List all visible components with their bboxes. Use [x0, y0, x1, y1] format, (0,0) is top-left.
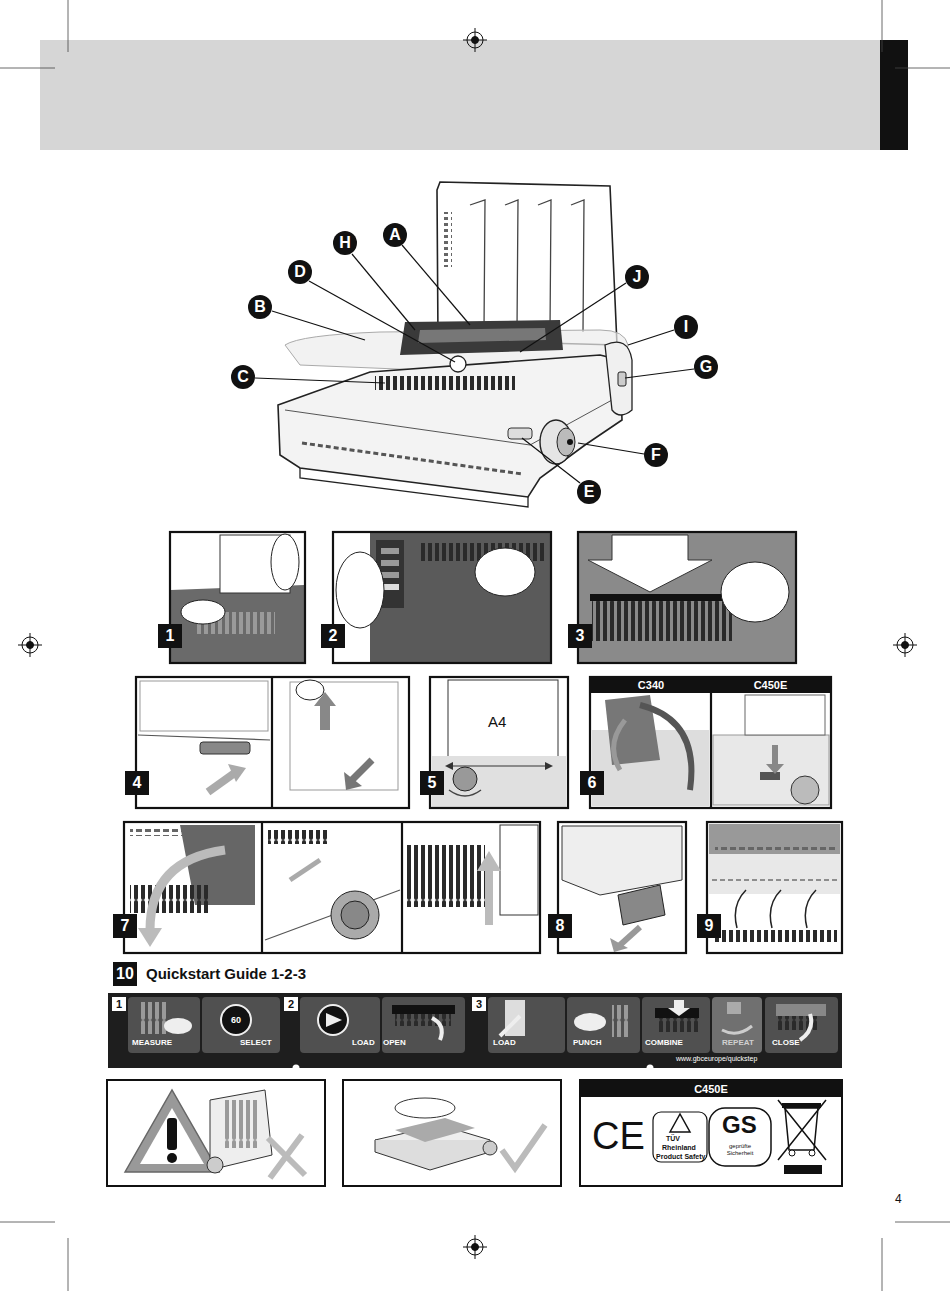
step-caption: www.gbceurope/quickstep — [676, 1055, 757, 1062]
step-7-picture — [130, 825, 538, 947]
callout-letter: G — [694, 355, 718, 379]
callout-letter: D — [288, 260, 312, 284]
step-panel-frames — [124, 532, 842, 953]
node-text: 2 — [329, 628, 338, 644]
node-text: A — [389, 227, 401, 243]
node-text: E — [584, 484, 595, 500]
leader-lines — [255, 245, 694, 483]
step-caption: LOAD — [493, 1039, 516, 1047]
node-text: C450E — [754, 680, 788, 691]
node-text: 1 — [166, 628, 175, 644]
tuv-text: TÜV — [666, 1135, 680, 1142]
node-text: C — [237, 369, 249, 385]
step-caption: COMBINE — [645, 1039, 683, 1047]
step-9-picture — [709, 824, 840, 942]
node-text: D — [294, 264, 306, 280]
step-caption: SELECT — [240, 1039, 272, 1047]
step-5-picture — [432, 680, 566, 807]
warning-box — [107, 1080, 325, 1186]
step-3-picture — [579, 533, 795, 662]
step-number: 6 — [580, 771, 604, 795]
callout-letter: I — [674, 315, 698, 339]
model-band: C450E — [711, 678, 830, 693]
section-heading: Quickstart Guide 1-2-3 — [146, 966, 306, 981]
step-number: 2 — [284, 997, 298, 1011]
quickstart-strip: MEASURE SELECT LOAD OPEN LOAD PUNCH COMBINE REP… — [108, 993, 842, 1068]
callout-letter: H — [333, 231, 357, 255]
node-text: G — [700, 359, 712, 375]
header-banner — [40, 40, 908, 150]
step-caption: LOAD — [352, 1039, 375, 1047]
node-text: 2 — [288, 999, 294, 1010]
certification-box — [580, 1080, 842, 1186]
step-number: 9 — [697, 914, 721, 938]
callout-letter: F — [644, 443, 668, 467]
node-text: I — [684, 319, 688, 335]
callout-letter: A — [383, 223, 407, 247]
step-number: 7 — [113, 914, 137, 938]
step-number: 2 — [321, 624, 345, 648]
node-text: 6 — [588, 775, 597, 791]
callout-letter: E — [577, 480, 601, 504]
step-caption: REPEAT — [722, 1039, 754, 1047]
node-text: C340 — [638, 680, 664, 691]
step-caption: OPEN — [383, 1039, 406, 1047]
step-number: 8 — [548, 914, 572, 938]
node-text: 3 — [576, 628, 585, 644]
node-text: J — [633, 269, 642, 285]
step-8-picture — [562, 826, 682, 952]
node-text: 3 — [476, 999, 482, 1010]
step-4-picture — [138, 680, 398, 792]
step-number: 1 — [112, 997, 126, 1011]
tuv-text: Product Safety — [656, 1153, 705, 1160]
node-text: 8 — [556, 918, 565, 934]
node-text: B — [254, 299, 266, 315]
node-text: 1 — [116, 999, 122, 1010]
callout-letter: J — [625, 265, 649, 289]
callout-letter: B — [248, 295, 272, 319]
node-text: 10 — [116, 966, 134, 982]
correct-use-box — [343, 1080, 561, 1186]
paper-size: A4 — [488, 714, 506, 729]
node-text: 5 — [428, 775, 437, 791]
registration-marks — [18, 28, 917, 1259]
page-number: 4 — [895, 1193, 902, 1205]
node-text: F — [651, 447, 661, 463]
ce-mark: CE — [592, 1117, 645, 1155]
node-text: 7 — [121, 918, 130, 934]
binding-machine — [278, 182, 632, 507]
node-text: 9 — [705, 918, 714, 934]
step-number: 3 — [568, 624, 592, 648]
node-text: 4 — [133, 775, 142, 791]
model-band: C450E — [581, 1081, 841, 1097]
gs-text: geprüfte Sicherheit — [718, 1143, 762, 1156]
callout-letter: C — [231, 365, 255, 389]
tuv-text: Rheinland — [662, 1144, 696, 1151]
node-text: H — [339, 235, 351, 251]
step-2-picture — [336, 533, 550, 662]
step-number: 4 — [125, 771, 149, 795]
step-number: 1 — [158, 624, 182, 648]
step-number: 5 — [420, 771, 444, 795]
dial-value: 60 — [231, 1016, 241, 1025]
node-text: C450E — [694, 1084, 728, 1095]
step-1-picture — [171, 534, 304, 662]
step-number: 10 — [113, 962, 137, 986]
gs-mark: GS — [722, 1113, 757, 1137]
step-number: 3 — [472, 997, 486, 1011]
step-caption: MEASURE — [132, 1039, 172, 1047]
quickstart-strip — [108, 993, 842, 1072]
step-caption: PUNCH — [573, 1039, 601, 1047]
model-band: C340 — [591, 678, 711, 693]
step-caption: CLOSE — [772, 1039, 800, 1047]
